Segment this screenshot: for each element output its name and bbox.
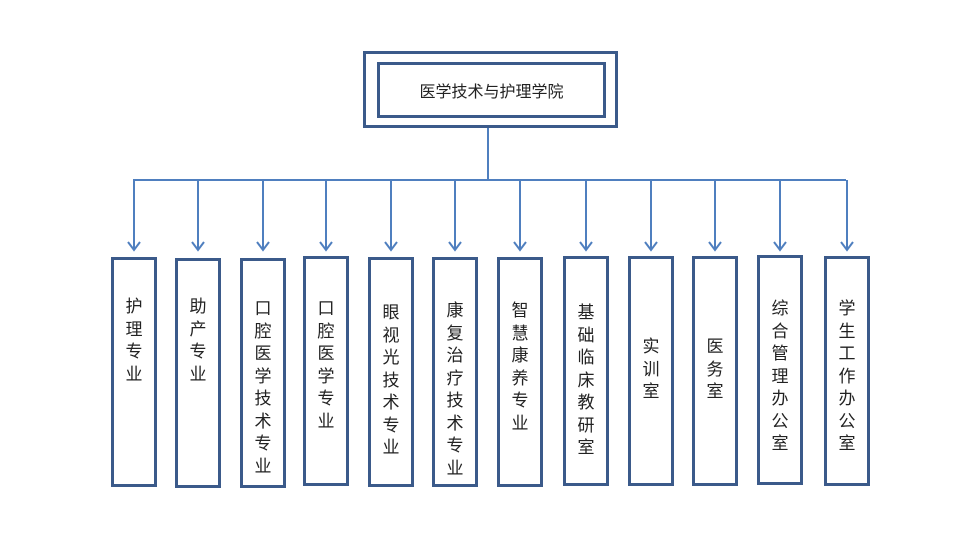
child-node-label: 综合管理办公室 [771, 299, 789, 454]
child-node: 综合管理办公室 [757, 255, 803, 485]
child-node-label: 实训室 [642, 337, 660, 402]
arrowhead-icon [579, 241, 593, 252]
arrowhead-icon [319, 241, 333, 252]
child-node: 护理专业 [111, 257, 157, 487]
child-node-label: 康复治疗技术专业 [446, 301, 464, 479]
child-node: 眼视光技术专业 [368, 257, 414, 487]
child-node: 康复治疗技术专业 [432, 257, 478, 487]
arrowhead-icon [708, 241, 722, 252]
child-node: 学生工作办公室 [824, 256, 870, 486]
child-node-label: 口腔医学技术专业 [254, 299, 272, 477]
arrowhead-icon [448, 241, 462, 252]
arrowhead-icon [191, 241, 205, 252]
child-node-label: 口腔医学专业 [317, 299, 335, 432]
child-node-label: 护理专业 [125, 297, 143, 385]
child-node: 口腔医学技术专业 [240, 258, 286, 488]
arrowhead-icon [840, 241, 854, 252]
child-node-label: 智慧康养专业 [511, 301, 529, 434]
arrowhead-icon [773, 241, 787, 252]
root-node: 医学技术与护理学院 [377, 62, 606, 118]
root-node-outer-frame [363, 51, 618, 128]
arrowhead-icon [256, 241, 270, 252]
arrowhead-icon [127, 241, 141, 252]
root-node-label: 医学技术与护理学院 [419, 82, 564, 101]
child-node-label: 助产专业 [189, 297, 207, 385]
child-node: 基础临床教研室 [563, 256, 609, 486]
arrowhead-icon [384, 241, 398, 252]
child-node: 医务室 [692, 256, 738, 486]
child-node-label: 基础临床教研室 [577, 303, 595, 458]
arrowhead-icon [644, 241, 658, 252]
child-node: 口腔医学专业 [303, 256, 349, 486]
arrowhead-icon [513, 241, 527, 252]
child-node: 智慧康养专业 [497, 257, 543, 487]
child-node: 助产专业 [175, 258, 221, 488]
child-node: 实训室 [628, 256, 674, 486]
child-node-label: 眼视光技术专业 [382, 303, 400, 458]
child-node-label: 学生工作办公室 [838, 299, 856, 454]
child-node-label: 医务室 [706, 337, 724, 402]
